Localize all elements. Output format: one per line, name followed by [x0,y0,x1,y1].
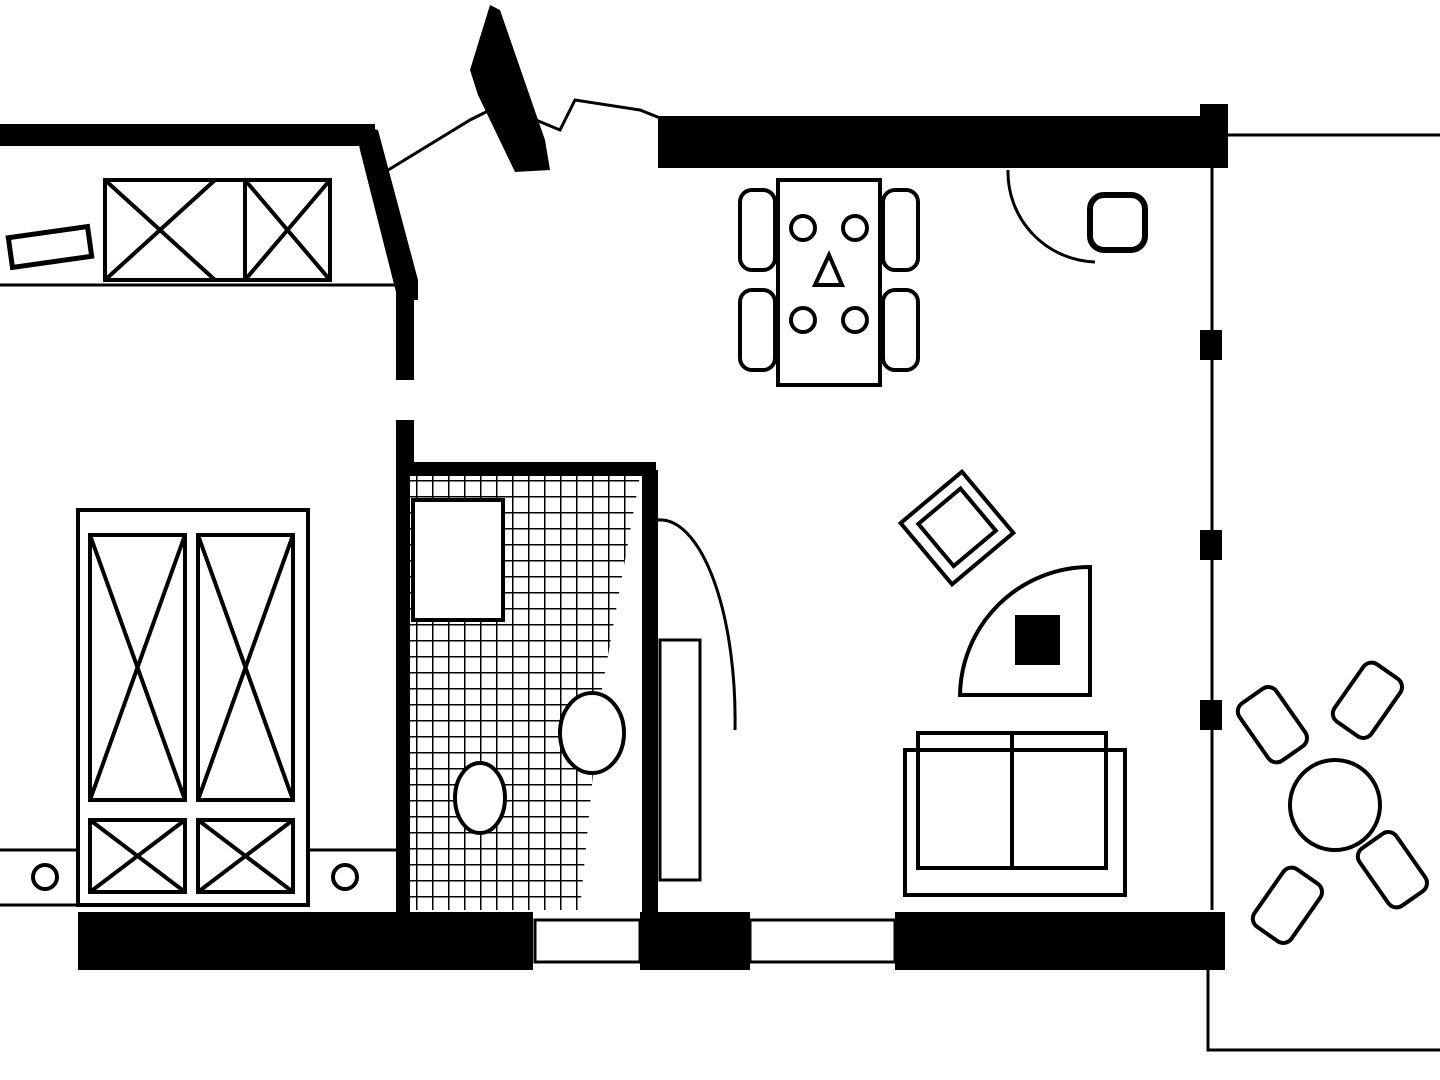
dining-set [738,178,920,387]
window-bottom-2 [748,918,897,964]
nightstand-left [31,863,59,891]
sofa [903,731,1127,897]
bathroom [410,476,737,910]
wall-top-left [0,124,375,146]
door-swing [1006,169,1096,264]
double-bed [76,508,310,907]
window-bottom-1 [533,918,642,964]
wall-bottom-c [895,912,1225,970]
toilet [453,761,507,835]
wall-bath-left [396,460,410,912]
corner-table [957,564,1092,697]
nightstand-right [331,863,359,891]
wall-bath-top [396,462,656,476]
thin-lines [0,98,1440,1052]
wall-bottom-a [78,912,533,970]
wall-bottom-b [640,912,750,970]
sink [558,691,626,775]
wall-partition-upper [396,290,414,380]
wall-right-upper [1200,104,1228,164]
balcony-table-set [1235,660,1429,945]
wall-bath-right [642,470,658,912]
chimney [470,5,550,172]
wall-partition-mid [396,420,414,470]
shower [411,498,505,622]
bath-door-swing [657,518,737,731]
wall-top-right [658,116,1228,168]
tv-icon [1087,192,1148,253]
roof-outline [379,98,661,177]
armchair [897,468,1017,588]
wardrobe [103,178,332,282]
kitchenette [658,638,702,882]
walls [0,5,1228,970]
wall-angled [355,124,418,300]
radiator-icon [5,223,95,271]
plant-icon [1015,615,1060,665]
balcony-outline-bottom [1206,970,1440,1052]
